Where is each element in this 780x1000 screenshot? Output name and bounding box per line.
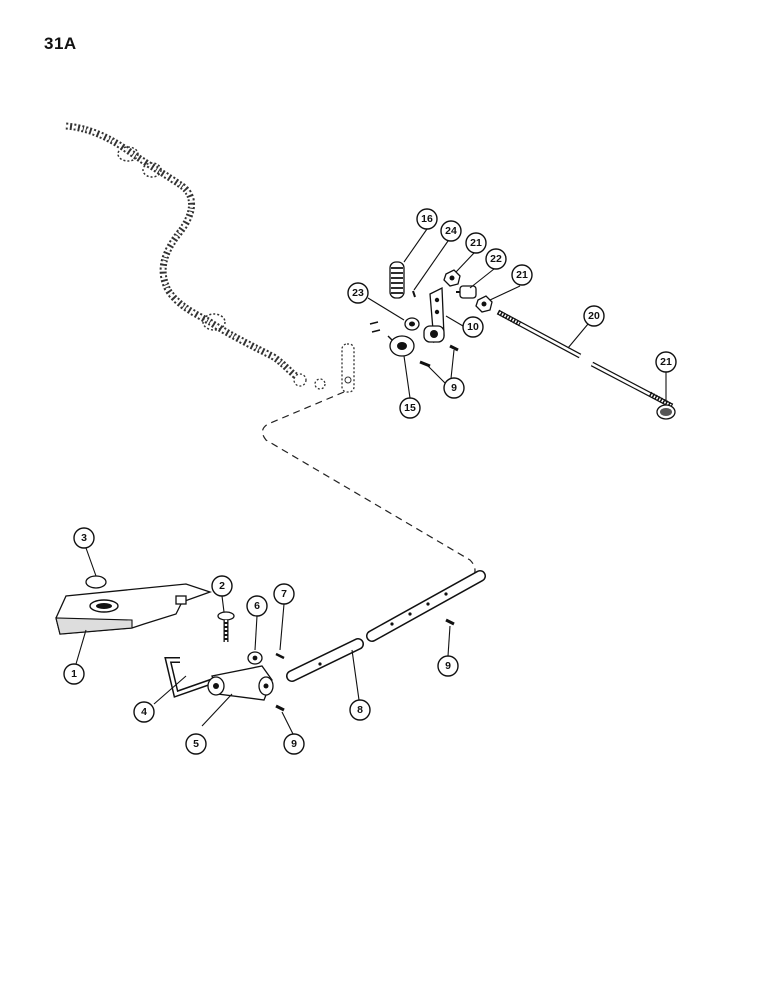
svg-text:16: 16 bbox=[421, 213, 433, 225]
pedal-arm-5 bbox=[207, 665, 274, 701]
svg-text:21: 21 bbox=[470, 237, 482, 249]
shaft-8 bbox=[286, 570, 486, 682]
connector-22 bbox=[456, 285, 477, 299]
callout-10: 10 bbox=[462, 316, 484, 338]
svg-text:21: 21 bbox=[660, 356, 672, 368]
plug-3 bbox=[85, 575, 107, 589]
callout-9-upper: 9 bbox=[443, 377, 465, 399]
callout-3: 3 bbox=[73, 527, 95, 549]
svg-text:1: 1 bbox=[71, 668, 77, 680]
pin-24 bbox=[412, 290, 416, 298]
callout-2: 2 bbox=[211, 575, 233, 597]
svg-text:6: 6 bbox=[254, 600, 260, 612]
callout-21-right: 21 bbox=[511, 264, 533, 286]
svg-text:15: 15 bbox=[404, 402, 416, 414]
spring-16 bbox=[389, 261, 405, 299]
svg-text:5: 5 bbox=[193, 738, 199, 750]
nut-21-end bbox=[656, 404, 676, 420]
svg-text:20: 20 bbox=[588, 310, 600, 322]
svg-text:9: 9 bbox=[291, 738, 297, 750]
callout-9-right: 9 bbox=[437, 655, 459, 677]
throttle-cable bbox=[65, 122, 355, 393]
svg-text:24: 24 bbox=[445, 225, 457, 237]
callout-1: 1 bbox=[63, 663, 85, 685]
clamp-15 bbox=[387, 335, 415, 357]
assembly-dashed-line bbox=[261, 391, 476, 583]
svg-text:8: 8 bbox=[357, 704, 363, 716]
leader-lines bbox=[75, 228, 667, 735]
roll-pin-9-upper-b bbox=[449, 344, 459, 352]
callout-16: 16 bbox=[416, 208, 438, 230]
callout-9-lower: 9 bbox=[283, 733, 305, 755]
threaded-rod-20 bbox=[496, 309, 674, 409]
svg-text:7: 7 bbox=[281, 588, 287, 600]
clip-7 bbox=[275, 652, 285, 660]
callout-5: 5 bbox=[185, 733, 207, 755]
small-pins bbox=[369, 321, 381, 333]
nut-21-upper bbox=[443, 269, 461, 287]
svg-text:2: 2 bbox=[219, 580, 225, 592]
roll-pin-9-lower-b bbox=[445, 618, 455, 626]
svg-text:22: 22 bbox=[490, 253, 502, 265]
pedal-plate-1 bbox=[55, 583, 212, 635]
callout-22: 22 bbox=[485, 248, 507, 270]
callout-21-top: 21 bbox=[465, 232, 487, 254]
callout-15: 15 bbox=[399, 397, 421, 419]
page-code: 31A bbox=[44, 34, 77, 53]
callout-6: 6 bbox=[246, 595, 268, 617]
callout-4: 4 bbox=[133, 701, 155, 723]
lever-10 bbox=[423, 286, 445, 344]
callout-7: 7 bbox=[273, 583, 295, 605]
svg-text:3: 3 bbox=[81, 532, 87, 544]
washer-6 bbox=[247, 651, 263, 665]
nut-23 bbox=[404, 317, 420, 331]
screw-2 bbox=[217, 611, 235, 642]
callout-8: 8 bbox=[349, 699, 371, 721]
svg-text:9: 9 bbox=[451, 382, 457, 394]
callout-23: 23 bbox=[347, 282, 369, 304]
svg-text:4: 4 bbox=[141, 706, 147, 718]
svg-text:23: 23 bbox=[352, 287, 364, 299]
svg-text:21: 21 bbox=[516, 269, 528, 281]
callout-21-end: 21 bbox=[655, 351, 677, 373]
svg-text:9: 9 bbox=[445, 660, 451, 672]
svg-text:10: 10 bbox=[467, 321, 479, 333]
nut-21-middle bbox=[475, 295, 493, 313]
callout-20: 20 bbox=[583, 305, 605, 327]
roll-pin-9-lower-a bbox=[275, 704, 285, 712]
roll-pin-9-upper-a bbox=[419, 360, 431, 368]
callout-24: 24 bbox=[440, 220, 462, 242]
